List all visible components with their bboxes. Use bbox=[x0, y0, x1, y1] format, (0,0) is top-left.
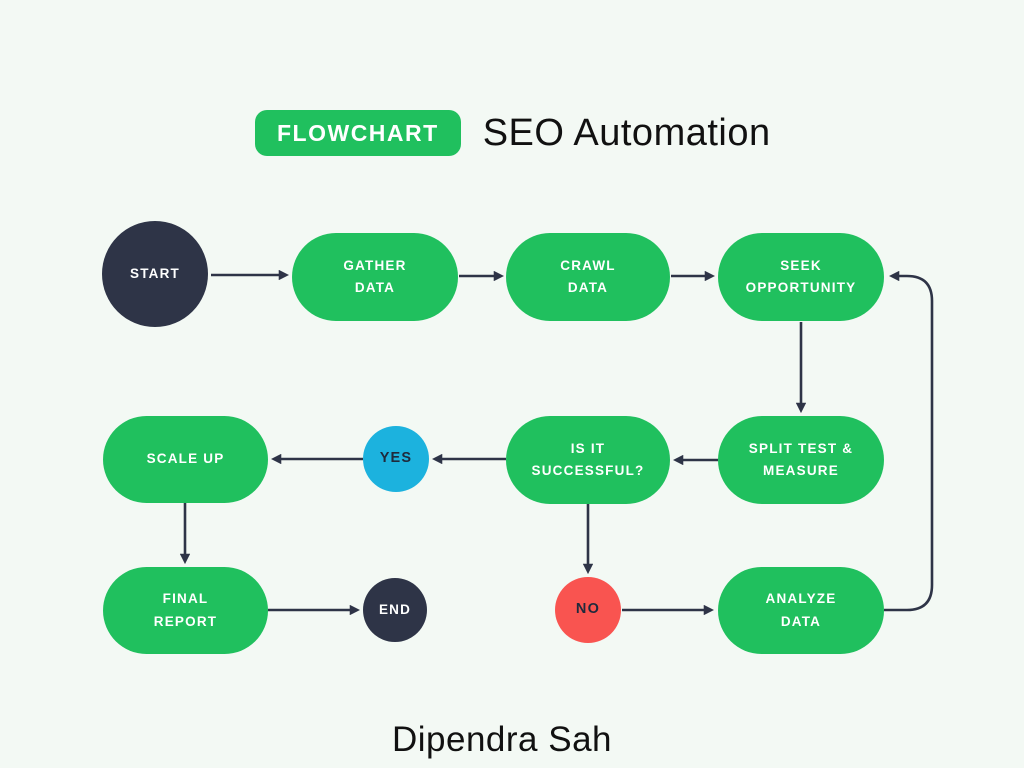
edge-analyze-data-to-seek-opportunity bbox=[884, 270, 934, 612]
node-start: START bbox=[102, 221, 208, 327]
node-is-it-successful: IS IT SUCCESSFUL? bbox=[506, 416, 670, 504]
node-split-test-measure: SPLIT TEST & MEASURE bbox=[718, 416, 884, 504]
node-no: NO bbox=[555, 577, 621, 643]
node-scale-up: SCALE UP bbox=[103, 416, 268, 503]
header: FLOWCHART SEO Automation bbox=[255, 110, 771, 156]
author-credit: Dipendra Sah bbox=[391, 720, 613, 759]
flowchart-badge: FLOWCHART bbox=[255, 110, 461, 156]
node-yes: YES bbox=[363, 426, 429, 492]
node-end: END bbox=[363, 578, 427, 642]
node-crawl-data: CRAWL DATA bbox=[506, 233, 670, 321]
page-title: SEO Automation bbox=[482, 111, 771, 154]
node-final-report: FINAL REPORT bbox=[103, 567, 268, 654]
node-analyze-data: ANALYZE DATA bbox=[718, 567, 884, 654]
node-seek-opportunity: SEEK OPPORTUNITY bbox=[718, 233, 884, 321]
node-gather-data: GATHER DATA bbox=[292, 233, 458, 321]
